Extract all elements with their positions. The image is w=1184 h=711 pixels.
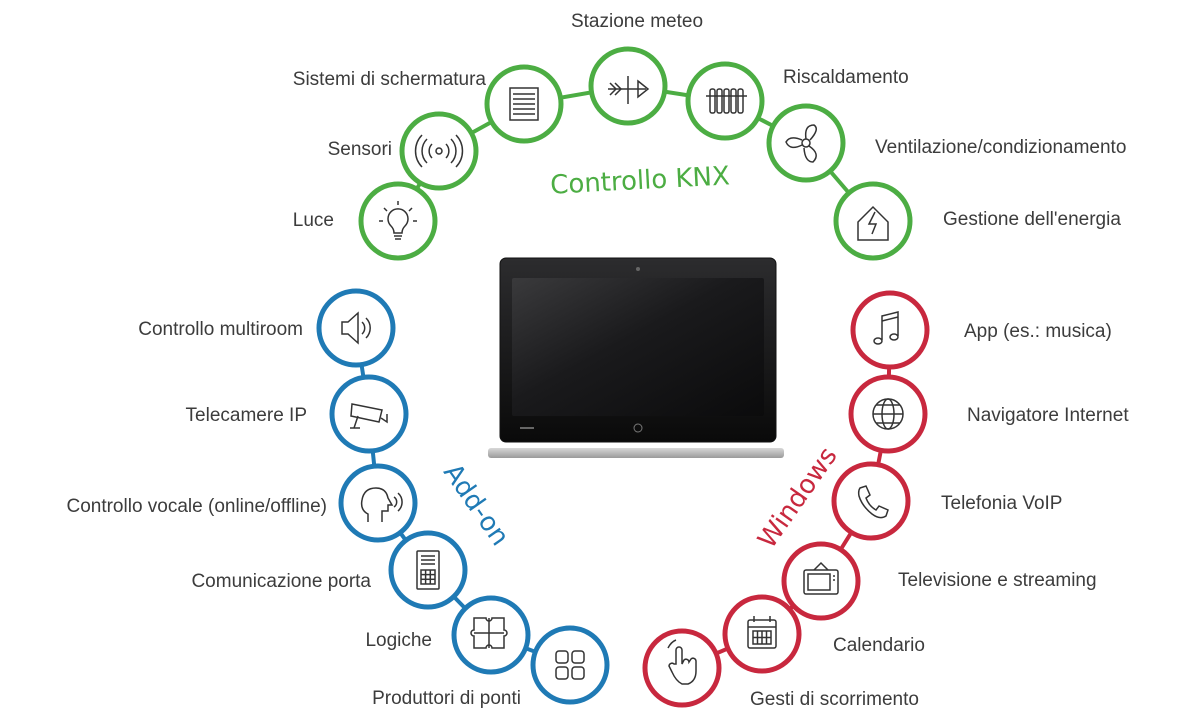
windows-item-app[interactable] bbox=[850, 290, 930, 370]
label-luce: Luce bbox=[292, 210, 334, 231]
windows-item-gesti[interactable] bbox=[642, 628, 722, 708]
label-voip: Telefonia VoIP bbox=[941, 493, 1063, 514]
tv-icon bbox=[803, 561, 839, 595]
addon-item-vocale[interactable] bbox=[338, 463, 418, 543]
label-meteo: Stazione meteo bbox=[570, 11, 704, 32]
label-vocale: Controllo vocale (online/offline) bbox=[66, 496, 327, 517]
addon-item-logiche[interactable] bbox=[451, 595, 531, 675]
touch-panel-device bbox=[488, 257, 784, 458]
sensor-icon bbox=[414, 134, 464, 168]
label-tv: Televisione e streaming bbox=[898, 570, 1097, 591]
label-internet: Navigatore Internet bbox=[967, 405, 1129, 426]
addon-item-multiroom[interactable] bbox=[316, 288, 396, 368]
label-multiroom: Controllo multiroom bbox=[138, 319, 303, 340]
calendar-icon bbox=[747, 616, 777, 649]
label-gesti: Gesti di scorrimento bbox=[750, 689, 919, 710]
radiator-icon bbox=[706, 88, 747, 114]
label-ponti: Produttori di ponti bbox=[372, 688, 521, 709]
blinds-icon bbox=[509, 87, 539, 121]
voice-head-icon bbox=[360, 487, 403, 522]
knx-item-sensori[interactable] bbox=[399, 111, 479, 191]
windows-item-internet[interactable] bbox=[848, 374, 928, 454]
windows-item-calendario[interactable] bbox=[722, 594, 802, 674]
door-intercom-icon bbox=[416, 550, 440, 590]
knx-item-schermatura[interactable] bbox=[484, 64, 564, 144]
windows-item-tv[interactable] bbox=[781, 541, 861, 621]
addon-item-telecamere[interactable] bbox=[329, 374, 409, 454]
fan-icon bbox=[785, 124, 817, 163]
puzzle-icon bbox=[470, 617, 508, 649]
knx-item-energia[interactable] bbox=[833, 181, 913, 261]
label-riscaldamento: Riscaldamento bbox=[783, 67, 909, 88]
weather-vane-icon bbox=[608, 76, 650, 104]
swipe-hand-icon bbox=[667, 639, 697, 685]
knx-item-ventilazione[interactable] bbox=[766, 103, 846, 183]
security-camera-icon bbox=[350, 403, 388, 429]
label-logiche: Logiche bbox=[365, 630, 432, 651]
lightbulb-icon bbox=[379, 201, 417, 240]
label-telecamere: Telecamere IP bbox=[185, 405, 307, 426]
speaker-icon bbox=[341, 311, 371, 345]
windows-item-voip[interactable] bbox=[831, 461, 911, 541]
grid-icon bbox=[555, 650, 585, 680]
addon-item-ponti[interactable] bbox=[530, 625, 610, 705]
label-sensori: Sensori bbox=[327, 139, 392, 160]
knx-item-meteo[interactable] bbox=[588, 46, 668, 126]
label-porta: Comunicazione porta bbox=[191, 571, 371, 592]
label-calendario: Calendario bbox=[833, 635, 925, 656]
globe-icon bbox=[872, 398, 904, 430]
music-note-icon bbox=[873, 311, 899, 345]
knx-item-luce[interactable] bbox=[358, 181, 438, 261]
label-energia: Gestione dell'energia bbox=[943, 209, 1121, 230]
label-app: App (es.: musica) bbox=[964, 321, 1112, 342]
label-ventilazione: Ventilazione/condizionamento bbox=[875, 137, 1127, 158]
addon-item-porta[interactable] bbox=[388, 530, 468, 610]
energy-house-icon bbox=[857, 205, 889, 241]
label-schermatura: Sistemi di schermatura bbox=[292, 69, 486, 90]
phone-icon bbox=[857, 485, 889, 519]
knx-item-riscaldamento[interactable] bbox=[685, 61, 765, 141]
